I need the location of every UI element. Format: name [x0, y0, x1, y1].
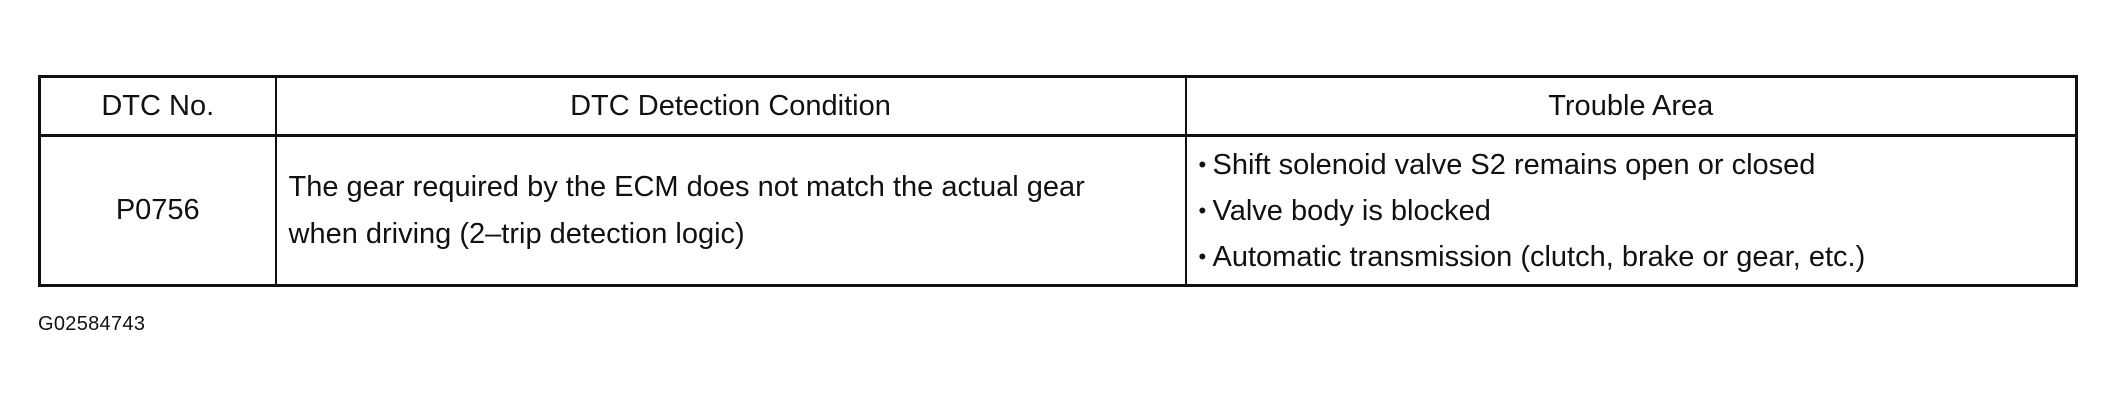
- bullet-icon: •: [1198, 243, 1207, 269]
- bullet-icon: •: [1198, 151, 1207, 177]
- trouble-area-item: Valve body is blocked: [1212, 194, 1491, 227]
- trouble-area-cell: •Shift solenoid valve S2 remains open or…: [1184, 134, 2078, 287]
- list-item: •Automatic transmission (clutch, brake o…: [1199, 234, 2076, 280]
- figure-id: G02584743: [38, 313, 146, 335]
- dtc-table: DTC No. DTC Detection Condition Trouble …: [38, 75, 2078, 287]
- header-row: DTC No. DTC Detection Condition Trouble …: [38, 75, 2078, 137]
- detection-condition-line: when driving (2–trip detection logic): [288, 217, 745, 250]
- list-item: •Shift solenoid valve S2 remains open or…: [1199, 142, 2076, 188]
- list-item: •Valve body is blocked: [1199, 188, 2076, 234]
- trouble-area-item: Automatic transmission (clutch, brake or…: [1212, 240, 1866, 273]
- header-dtc-no: DTC No.: [38, 75, 277, 137]
- detection-condition-cell: The gear required by the ECM does not ma…: [274, 134, 1187, 287]
- header-detection-condition: DTC Detection Condition: [274, 75, 1187, 137]
- trouble-area-list: •Shift solenoid valve S2 remains open or…: [1199, 142, 2076, 280]
- dtc-code-cell: P0756: [38, 134, 277, 287]
- table-body: P0756 The gear required by the ECM does …: [38, 134, 2078, 287]
- header-trouble-area: Trouble Area: [1184, 75, 2078, 137]
- bullet-icon: •: [1198, 197, 1207, 223]
- table-header: DTC No. DTC Detection Condition Trouble …: [38, 75, 2078, 137]
- trouble-area-item: Shift solenoid valve S2 remains open or …: [1212, 148, 1816, 181]
- table-row: P0756 The gear required by the ECM does …: [38, 134, 2078, 287]
- detection-condition-line: The gear required by the ECM does not ma…: [288, 170, 1085, 203]
